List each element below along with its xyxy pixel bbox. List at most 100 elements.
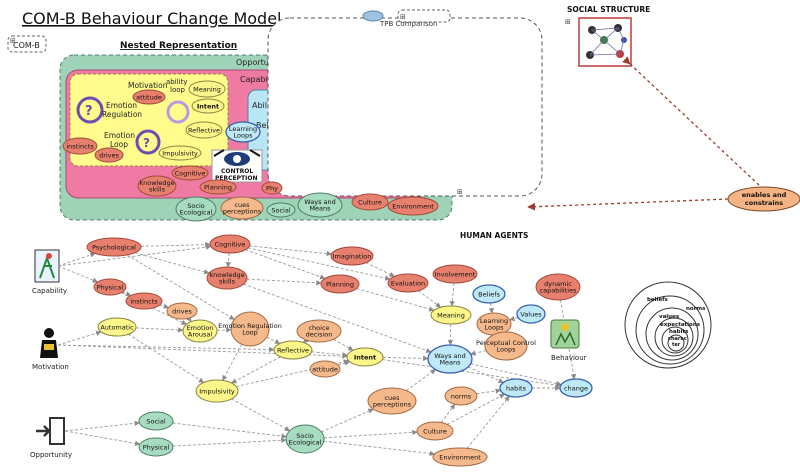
graph-attitude-node[interactable]: attitude: [309, 360, 341, 378]
tpb-resize-icon[interactable]: ⊞: [457, 188, 463, 196]
nested-meaning-label: Meaning: [193, 85, 221, 93]
nested-cognitive-node[interactable]: Cognitive: [171, 165, 209, 181]
edge-socio-ecological-to-culture: [323, 429, 418, 439]
nested-attitude-label: attitude: [136, 93, 162, 101]
graph-psychological-node[interactable]: Psychological: [86, 237, 142, 257]
graph-cognitive-node[interactable]: Cognitive: [209, 234, 251, 254]
nested-drives-node[interactable]: drives: [94, 147, 124, 163]
graph-planning-node[interactable]: Planning: [320, 274, 360, 294]
tpb-collapsed-tab[interactable]: [397, 9, 451, 23]
graph-drives-node[interactable]: drives: [166, 302, 198, 320]
nested-environment-label: Environment: [392, 202, 434, 210]
graph-values-node[interactable]: Values: [516, 304, 546, 324]
graph-involvement-node[interactable]: Involvement: [432, 264, 478, 284]
graph-culture-label: Culture: [423, 427, 447, 435]
comb-collapsed-box[interactable]: [7, 35, 47, 53]
enables-constrains-node[interactable]: [727, 186, 800, 212]
graph-physical-opp-label: Physical: [143, 443, 170, 451]
nested-culture-node[interactable]: Culture: [351, 193, 389, 211]
tpb-comparison-box[interactable]: [267, 17, 543, 197]
graph-physical-cap-node[interactable]: Physical: [93, 278, 127, 296]
graph-meaning-node[interactable]: Meaning: [430, 305, 472, 325]
motivation-region[interactable]: [69, 73, 229, 167]
nested-attitude-node[interactable]: attitude: [132, 89, 166, 105]
tpb-comparison-panel: TPB Comparison ⊞ ⊞: [267, 9, 543, 197]
graph-change-label: change: [564, 384, 588, 392]
graph-imagination-node[interactable]: Imagination: [330, 246, 374, 266]
nested-environment-node[interactable]: Environment: [387, 196, 439, 216]
edge-intent-to-change: [382, 359, 562, 388]
graph-reflective-node[interactable]: Reflective: [273, 340, 313, 360]
bullseye-label-values: values: [659, 314, 680, 320]
social-structure-network-image[interactable]: [578, 17, 632, 67]
motivation-actor-label: Motivation: [32, 363, 69, 371]
motivation-actor-icon[interactable]: [40, 328, 58, 358]
nested-intent-node[interactable]: Intent: [191, 98, 225, 114]
nested-social-node[interactable]: Social: [266, 202, 296, 218]
graph-intent-node[interactable]: Intent: [346, 347, 384, 367]
nested-instincts-node[interactable]: instincts: [62, 137, 98, 155]
graph-planning-label: Planning: [326, 280, 354, 288]
capability-actor-icon[interactable]: [34, 249, 60, 283]
beliefs-region-label: Belie: [256, 121, 276, 130]
graph-impulsivity-label: Impulsivity: [199, 387, 235, 395]
tpb-expand-icon[interactable]: ⊞: [400, 13, 406, 21]
nested-planning-node[interactable]: Planning: [199, 179, 237, 195]
graph-automatic-node[interactable]: Automatic: [97, 317, 137, 337]
edge-actor-capability-to-psychological: [57, 252, 96, 267]
opportunity-actor-icon[interactable]: [36, 417, 65, 445]
graph-physical-cap-label: Physical: [97, 283, 124, 291]
graph-culture-node[interactable]: Culture: [416, 421, 454, 441]
graph-change-node[interactable]: change: [559, 378, 593, 398]
nested-reflective-node[interactable]: Reflective: [185, 121, 223, 139]
nested-meaning-node[interactable]: Meaning: [188, 80, 226, 98]
edge-imagination-to-evaluation: [365, 262, 395, 277]
graph-nodes: Psychological CognitiveImaginationPhysica…: [86, 234, 593, 467]
control-perception-logo: CONTROL PERCEPTION: [211, 149, 263, 183]
graph-environment-node[interactable]: Environment: [432, 447, 488, 467]
behaviour-actor-icon[interactable]: [550, 319, 580, 349]
graph-social-node[interactable]: Social: [138, 411, 174, 431]
bullseye-label-norms: norms: [686, 306, 706, 312]
edge-intent-to-ways-and-means: [382, 355, 429, 362]
social-structure-expand-icon[interactable]: ⊞: [565, 18, 571, 26]
bullseye-label-expectations: expectations: [660, 322, 701, 328]
graph-beliefs-node[interactable]: Beliefs: [472, 284, 506, 304]
edge-actor-opportunity-to-social: [64, 420, 140, 432]
nested-instincts-label: instincts: [66, 142, 94, 150]
edge-attitude-to-intent: [337, 360, 351, 366]
graph-instincts-node[interactable]: instincts: [125, 292, 163, 310]
graph-evaluation-node[interactable]: Evaluation: [387, 273, 429, 293]
expand-icon[interactable]: ⊞: [10, 37, 16, 45]
emotion-loop-icon: ?: [135, 129, 161, 155]
graph-physical-opp-node[interactable]: Physical: [138, 437, 174, 457]
graph-impulsivity-node[interactable]: Impulsivity: [195, 379, 239, 403]
edge-cues-perceptions-to-ways-and-means: [406, 369, 436, 391]
graph-environment-label: Environment: [439, 453, 481, 461]
edge-socio-ecological-to-cues-perceptions: [321, 408, 374, 433]
edge-physical-opp-to-socio-ecological: [172, 437, 287, 447]
graph-norms-node[interactable]: norms: [444, 386, 478, 406]
edge-choice-decision-to-intent: [333, 338, 354, 351]
nested-phy-node[interactable]: Phy: [261, 181, 283, 195]
nested-impulsivity-node[interactable]: Impulsivity: [158, 145, 202, 161]
graph-habits-node[interactable]: habits: [499, 378, 533, 398]
